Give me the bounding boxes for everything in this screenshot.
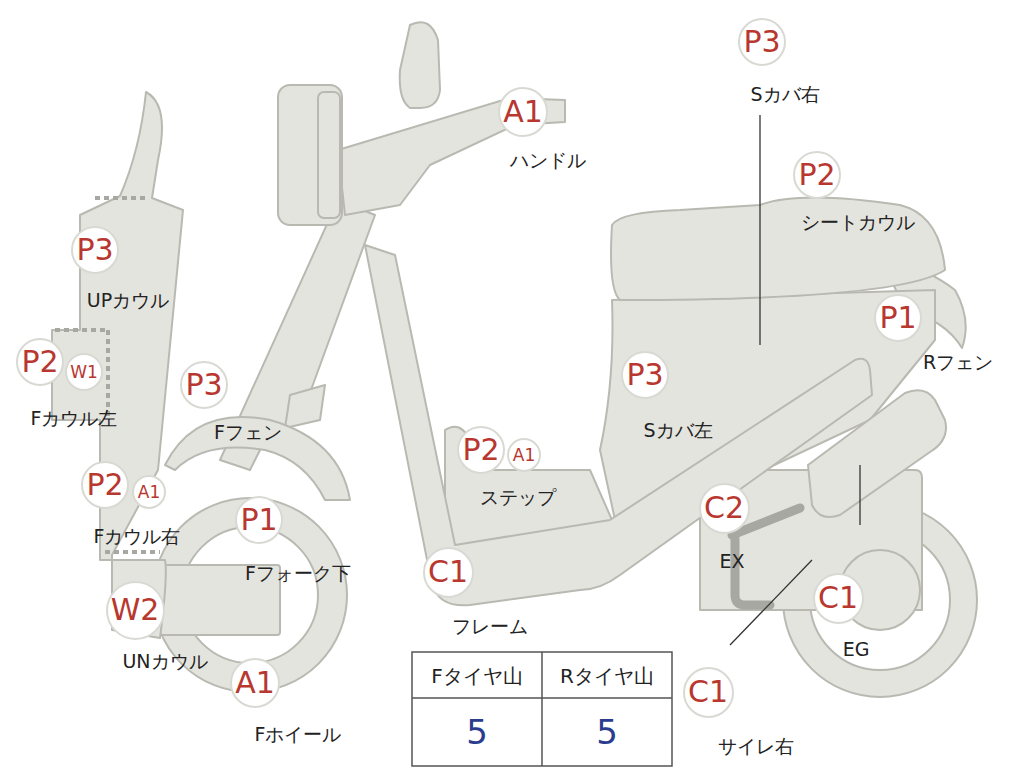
damage-code: C1	[428, 557, 468, 587]
front-fender	[165, 417, 350, 500]
damage-code-circle: A1	[132, 475, 166, 509]
table-rule	[541, 652, 543, 766]
damage-code-circle: P3	[738, 18, 786, 66]
seat	[611, 198, 945, 301]
damage-code: W1	[70, 364, 98, 381]
damage-code: P2	[462, 435, 499, 465]
part-name: EG	[843, 639, 870, 660]
damage-code-circle: P1	[235, 496, 283, 544]
side-cover	[600, 290, 935, 520]
damage-code: P3	[76, 235, 113, 265]
cowl-seam	[105, 550, 160, 554]
damage-code: P3	[185, 370, 222, 400]
table-frame	[412, 652, 672, 766]
headlight	[278, 85, 342, 225]
table-cell: Fタイヤ山	[431, 666, 523, 686]
headlight-rim	[318, 92, 340, 218]
damage-code-circle: P2	[16, 338, 64, 386]
part-name: ハンドル	[510, 150, 586, 171]
damage-code-circle: A1	[498, 87, 548, 137]
damage-code-circle: C2	[699, 483, 750, 534]
part-name: ステップ	[480, 487, 556, 508]
front-cowl	[52, 92, 183, 638]
damage-code: W2	[111, 595, 160, 625]
damage-code: P3	[626, 360, 663, 390]
leader-line	[759, 115, 760, 345]
part-name: Fフェン	[214, 422, 282, 443]
part-name: UNカウル	[122, 651, 207, 672]
damage-code: P2	[798, 160, 835, 190]
damage-code: P2	[21, 347, 58, 377]
table-cell: 5	[466, 715, 488, 749]
part-name: Sカバ左	[643, 420, 712, 441]
damage-code: P1	[879, 303, 916, 333]
damage-code-circle: P2	[457, 426, 505, 474]
cowl-seam	[95, 196, 148, 200]
leader-line	[730, 560, 812, 645]
damage-code: A1	[235, 668, 275, 698]
damage-code: P3	[743, 27, 780, 57]
part-name: Rフェン	[923, 352, 993, 373]
damage-code: P1	[240, 505, 277, 535]
tread-table	[412, 652, 672, 766]
damage-code-circle: P2	[81, 461, 129, 509]
damage-code: C1	[818, 583, 858, 613]
damage-code-circle: P3	[180, 361, 228, 409]
damage-code: A1	[513, 447, 535, 464]
damage-code-circle: P2	[793, 151, 841, 199]
part-name: Fカウル右	[94, 526, 181, 547]
damage-code: C2	[704, 493, 744, 523]
damage-code: A1	[138, 484, 160, 501]
damage-code-circle: C1	[423, 547, 474, 598]
damage-code: A1	[503, 97, 543, 127]
part-name: EX	[719, 551, 744, 572]
part-name: Sカバ右	[750, 84, 819, 105]
mirror	[400, 22, 440, 108]
table-cell: Rタイヤ山	[560, 666, 654, 686]
damage-code-circle: A1	[507, 438, 541, 472]
part-name: フレーム	[452, 616, 528, 637]
leader-line	[859, 465, 860, 525]
damage-code-circle: C1	[813, 573, 864, 624]
damage-code-circle: P3	[621, 351, 669, 399]
damage-code-circle: W1	[65, 353, 103, 391]
part-name: サイレ右	[718, 736, 794, 757]
damage-code: C1	[688, 677, 728, 707]
damage-code-circle: P3	[71, 226, 119, 274]
part-name: Fフォーク下	[245, 563, 351, 584]
damage-code-circle: P1	[874, 294, 922, 342]
cowl-seam	[55, 328, 108, 332]
cowl-seam	[106, 330, 110, 418]
part-name: UPカウル	[87, 290, 169, 311]
damage-code-circle: C1	[683, 667, 734, 718]
damage-code: P2	[86, 470, 123, 500]
steering-collar	[285, 385, 325, 428]
part-name: Fホイール	[255, 724, 342, 745]
table-cell: 5	[596, 715, 618, 749]
part-name: シートカウル	[801, 212, 915, 233]
frame	[365, 245, 872, 605]
part-name: Fカウル左	[31, 408, 118, 429]
damage-code-circle: W2	[106, 581, 165, 640]
damage-code-circle: A1	[230, 658, 280, 708]
